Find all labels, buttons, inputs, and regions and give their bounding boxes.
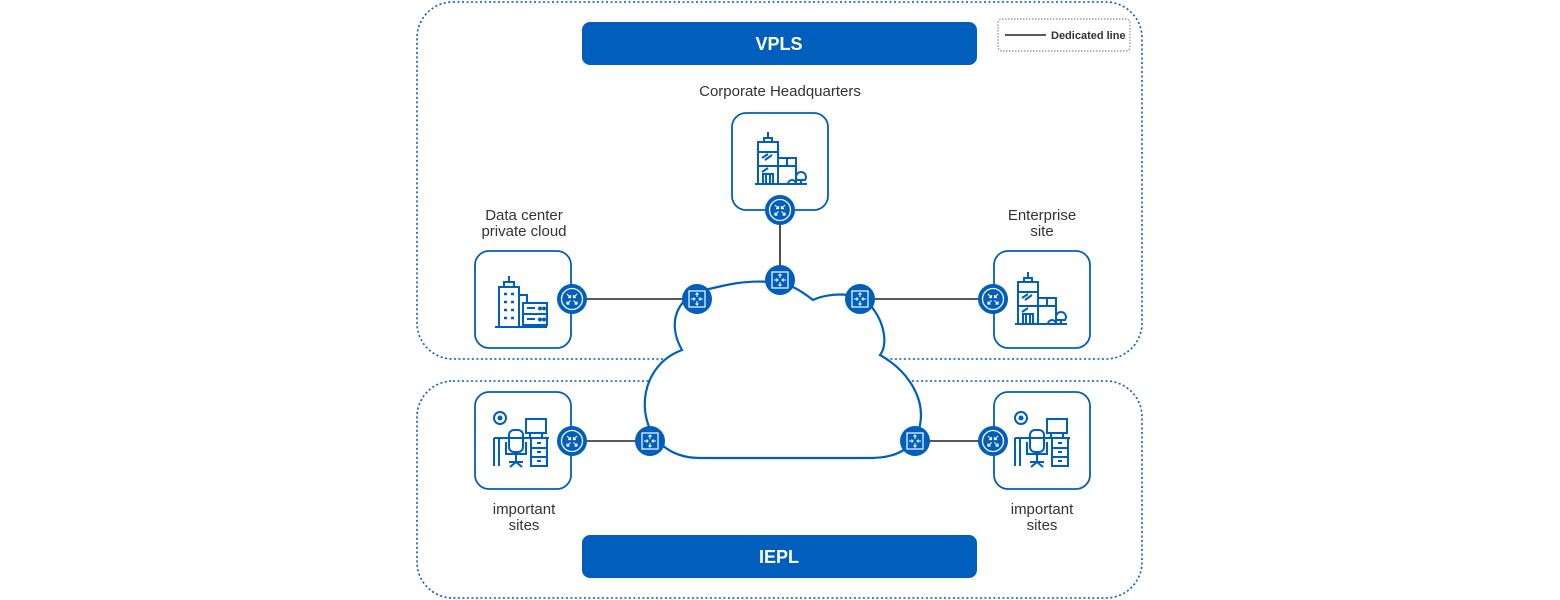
iepl-banner: IEPL (582, 535, 977, 578)
vpls-label: VPLS (755, 34, 802, 54)
site-label-important-right-line1: important (1011, 501, 1074, 518)
switch-icon-upper-left (681, 283, 713, 315)
site-box (993, 250, 1091, 349)
legend: Dedicated line (997, 18, 1131, 52)
iepl-label: IEPL (759, 547, 799, 567)
site-data-center: Data center private cloud (474, 207, 588, 349)
site-label-data-center-line2: private cloud (481, 223, 566, 240)
site-label-enterprise-line2: site (1030, 223, 1053, 240)
site-box (993, 391, 1091, 490)
iepl-region-boundary (416, 380, 1143, 599)
legend-box (997, 18, 1131, 52)
site-box (474, 250, 572, 349)
site-label-data-center-line1: Data center (485, 207, 563, 224)
vpls-banner: VPLS (582, 22, 977, 65)
site-enterprise: Enterprise site (977, 207, 1091, 349)
legend-label: Dedicated line (1051, 30, 1126, 42)
site-label-important-left-line2: sites (509, 517, 540, 534)
router-icon (764, 194, 796, 226)
site-label-headquarters: Corporate Headquarters (699, 83, 861, 100)
router-icon (556, 425, 588, 457)
site-label-important-right-line2: sites (1027, 517, 1058, 534)
switch-icon-upper-right (844, 283, 876, 315)
router-icon (556, 283, 588, 315)
site-label-important-left-line1: important (493, 501, 556, 518)
site-important-left: important sites (474, 391, 588, 534)
router-icon (977, 283, 1009, 315)
site-important-right: important sites (977, 391, 1091, 534)
switch-icon-lower-right (899, 425, 931, 457)
router-icon (977, 425, 1009, 457)
switch-icon-top (764, 264, 796, 296)
site-headquarters: Corporate Headquarters (699, 83, 861, 226)
switch-icon-lower-left (634, 425, 666, 457)
site-label-enterprise-line1: Enterprise (1008, 207, 1076, 224)
